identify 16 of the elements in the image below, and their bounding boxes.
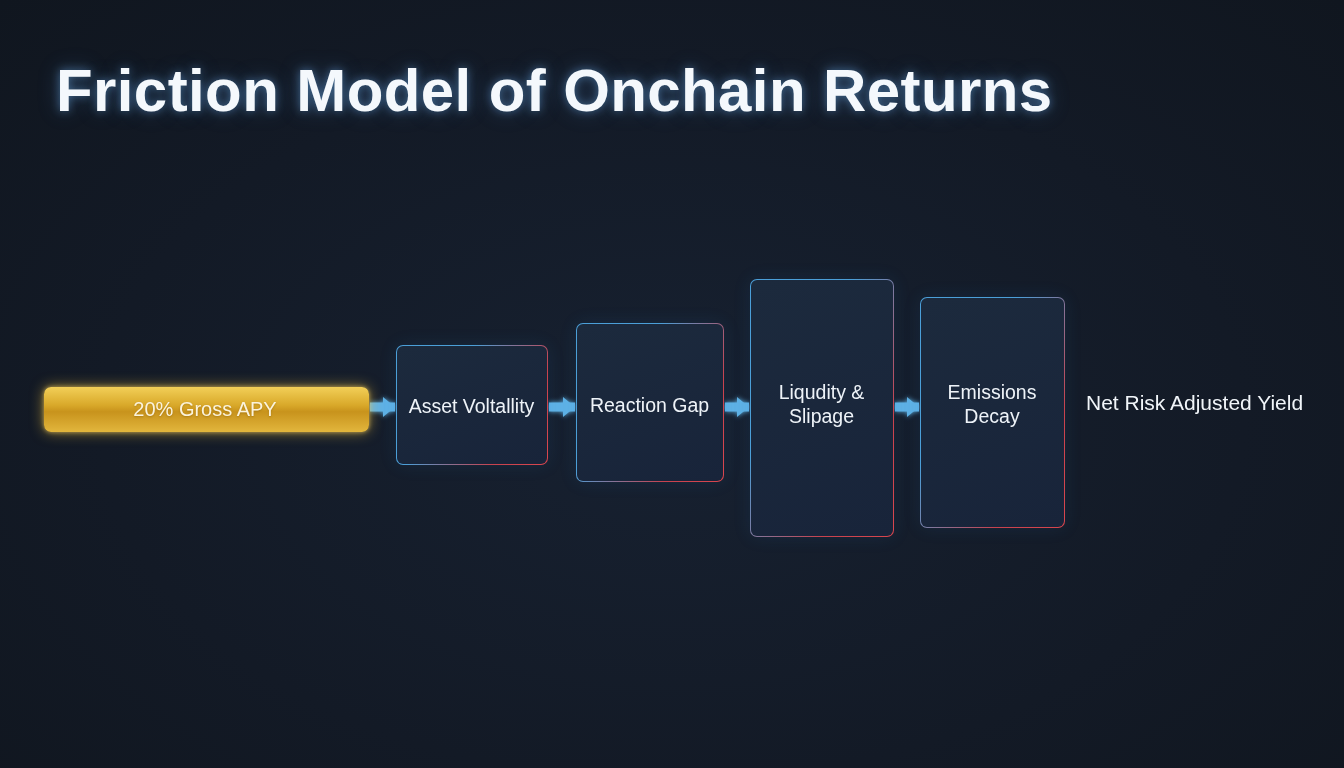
arrow <box>370 397 395 417</box>
step-label: 20% Gross APY <box>132 397 278 421</box>
output-label: Net Risk Adjusted Yield <box>1086 391 1304 415</box>
step-label: Reaction Gap <box>588 393 711 417</box>
process-box <box>750 279 894 537</box>
gross-apy-bar <box>44 387 369 432</box>
step-label: Asset Voltallity <box>407 394 536 418</box>
step-label: Emissions Decay <box>946 380 1038 428</box>
step-label: Liqudity & Slipage <box>777 380 866 428</box>
process-box <box>396 345 548 465</box>
arrow <box>725 397 749 417</box>
process-box <box>920 297 1065 528</box>
arrow <box>549 397 575 417</box>
arrow <box>895 397 919 417</box>
diagram-title: Friction Model of Onchain Returns <box>56 58 1053 124</box>
process-box <box>576 323 724 482</box>
